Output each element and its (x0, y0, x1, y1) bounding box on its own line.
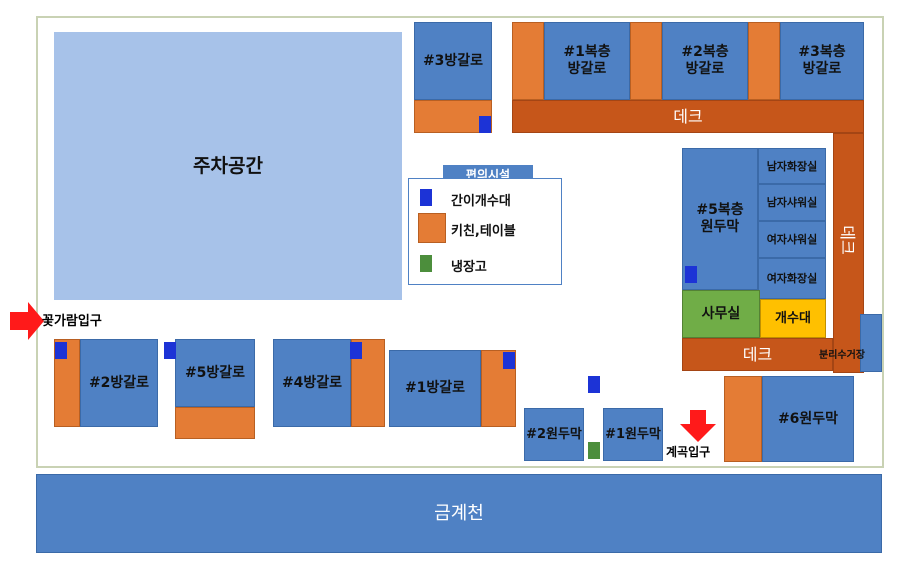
tap-marker (164, 342, 176, 359)
women-restroom[interactable]: 여자화장실 (758, 258, 826, 299)
recycling-area[interactable] (860, 314, 882, 372)
entrance-arrow-icon (680, 410, 716, 442)
deck-right[interactable] (833, 133, 864, 373)
hut-2[interactable]: #2원두막 (524, 408, 584, 461)
bungalow-2[interactable]: #2방갈로 (80, 339, 158, 427)
men-restroom[interactable]: 남자화장실 (758, 148, 826, 184)
stream-geumgyecheon: 금계천 (36, 474, 882, 553)
recycling-label: 분리수거장 (819, 350, 865, 361)
hut-6-kitchen (724, 376, 762, 462)
entrance-valley-label[interactable]: 계곡입구 (666, 445, 711, 459)
bungalow-1[interactable]: #1방갈로 (389, 350, 481, 427)
tap-marker (479, 116, 491, 133)
bungalow-5[interactable]: #5방갈로 (175, 339, 255, 407)
duplex-kitchen-2 (630, 22, 662, 100)
women-shower[interactable]: 여자샤워실 (758, 221, 826, 258)
tap-station[interactable]: 개수대 (760, 299, 826, 338)
tap-marker (55, 342, 67, 359)
duplex-bungalow-3[interactable]: #3복층 방갈로 (780, 22, 864, 100)
bungalow-5-kitchen (175, 407, 255, 439)
tap-marker (350, 342, 362, 359)
fridge-marker (588, 442, 600, 459)
bungalow-4[interactable]: #4방갈로 (273, 339, 351, 427)
legend-kitchen-swatch (418, 213, 446, 243)
office[interactable]: 사무실 (682, 290, 760, 338)
legend-fridge-label: 냉장고 (451, 260, 487, 275)
legend-kitchen-label: 키친,테이블 (451, 224, 516, 239)
legend-fridge-swatch (420, 255, 432, 272)
entrance-arrow-icon (10, 302, 44, 340)
legend-tap-label: 간이개수대 (451, 194, 511, 209)
bungalow-3[interactable]: #3방갈로 (414, 22, 492, 100)
duplex-bungalow-2[interactable]: #2복층 방갈로 (662, 22, 748, 100)
duplex-bungalow-1[interactable]: #1복층 방갈로 (544, 22, 630, 100)
tap-marker (503, 352, 515, 369)
deck-right-label: 데크 (838, 225, 858, 255)
parking-area[interactable]: 주차공간 (54, 32, 402, 300)
tap-marker (685, 266, 697, 283)
tap-marker (588, 376, 600, 393)
deck-top[interactable]: 데크 (512, 100, 864, 133)
men-shower[interactable]: 남자샤워실 (758, 184, 826, 221)
duplex-kitchen-3 (748, 22, 780, 100)
hut-6[interactable]: #6원두막 (762, 376, 854, 462)
legend-tap-swatch (420, 189, 432, 206)
entrance-flower-label[interactable]: 꽃가람입구 (42, 314, 102, 329)
hut-1[interactable]: #1원두막 (603, 408, 663, 461)
deck-lower[interactable]: 데크 (682, 338, 833, 371)
duplex-kitchen-1 (512, 22, 544, 100)
